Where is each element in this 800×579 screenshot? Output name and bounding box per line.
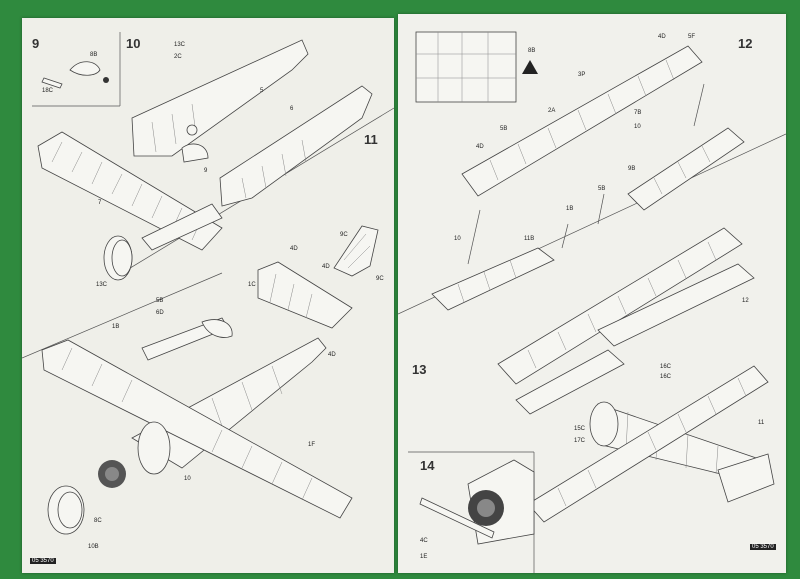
- rudder: [333, 225, 379, 277]
- right-instruction-page: 12 13 14: [398, 14, 786, 573]
- propeller: [419, 497, 495, 539]
- right-page-drawing: 12 13 14: [398, 31, 786, 573]
- biplane-lower-wing: [527, 365, 769, 523]
- part-label: 9: [204, 168, 208, 174]
- part-label: 5B: [598, 186, 605, 192]
- part-label: 16C: [660, 364, 672, 370]
- step-number-10: 10: [126, 36, 140, 51]
- part-label: 4D: [658, 34, 666, 40]
- step9-part: [41, 61, 109, 89]
- left-page-drawing: 9 10 11: [22, 32, 394, 550]
- part-label: 9B: [628, 166, 635, 172]
- struts: [467, 83, 705, 265]
- part-label: 16C: [660, 374, 672, 380]
- part-label: 4D: [290, 246, 298, 252]
- lower-wing-step12: [431, 247, 555, 311]
- part-label: 1E: [420, 554, 427, 560]
- wing-section-right: [627, 127, 745, 211]
- part-label: 10: [454, 236, 461, 242]
- fuselage-half-left: [131, 39, 373, 207]
- biplane-second-wing: [515, 263, 755, 415]
- part-label: 1F: [308, 442, 315, 448]
- part-label: 8B: [528, 48, 535, 54]
- part-label: 3P: [578, 72, 585, 78]
- footer-code: 05 3570: [750, 544, 776, 550]
- left-instruction-page: 9 10 11: [22, 18, 394, 573]
- part-label: 11B: [524, 236, 534, 242]
- step-number-13: 13: [412, 362, 426, 377]
- part-label: 4C: [420, 538, 428, 544]
- engine-close-up: [467, 459, 535, 545]
- part-label: 4D: [328, 352, 336, 358]
- wing-plan-inset: [415, 31, 538, 103]
- part-label: 10: [184, 476, 191, 482]
- step-number-11: 11: [364, 132, 378, 147]
- part-label: 10B: [88, 544, 99, 550]
- part-label: 15C: [574, 426, 586, 432]
- part-label: 5: [260, 88, 264, 94]
- step-number-9: 9: [32, 36, 39, 51]
- part-label: 5B: [500, 126, 507, 132]
- lower-wing: [37, 131, 223, 251]
- footer-code: 05 3570: [30, 558, 56, 564]
- step-number-12: 12: [738, 36, 752, 51]
- biplane-upper-wing: [497, 227, 743, 385]
- part-label: 2C: [174, 54, 182, 60]
- machine-gun-part: [141, 317, 233, 361]
- assembled-lower-wing: [41, 339, 353, 519]
- part-label: 7B: [634, 110, 641, 116]
- horizontal-stabilizer: [257, 261, 353, 329]
- part-label: 7: [98, 200, 102, 206]
- part-label: 9C: [340, 232, 348, 238]
- part-label: 8C: [94, 518, 102, 524]
- part-label: 5F: [688, 34, 695, 40]
- part-label: 6D: [156, 310, 164, 316]
- part-label: 2A: [548, 108, 555, 114]
- part-label: 1B: [112, 324, 119, 330]
- engine-cowl-ring: [103, 235, 133, 281]
- part-label: 17C: [574, 438, 586, 444]
- part-label: 1B: [566, 206, 573, 212]
- part-label: 12: [742, 298, 749, 304]
- radial-engine: [98, 460, 126, 488]
- part-label: 4D: [322, 264, 330, 270]
- upper-wing: [461, 45, 703, 197]
- assembled-cowling: [47, 421, 171, 535]
- part-label: 4D: [476, 144, 484, 150]
- part-label: 8B: [90, 52, 97, 58]
- part-label: 5B: [156, 298, 163, 304]
- part-label: 11: [758, 420, 765, 426]
- part-label: 13C: [174, 42, 186, 48]
- tail-assembly: [717, 453, 775, 503]
- step-number-14: 14: [420, 458, 435, 473]
- biplane-fuselage: [589, 401, 769, 485]
- part-label: 9C: [376, 276, 384, 282]
- part-label: 13C: [96, 282, 108, 288]
- part-label: 6: [290, 106, 294, 112]
- part-label: 18C: [42, 88, 54, 94]
- part-label: 10: [634, 124, 641, 130]
- part-label: 1C: [248, 282, 256, 288]
